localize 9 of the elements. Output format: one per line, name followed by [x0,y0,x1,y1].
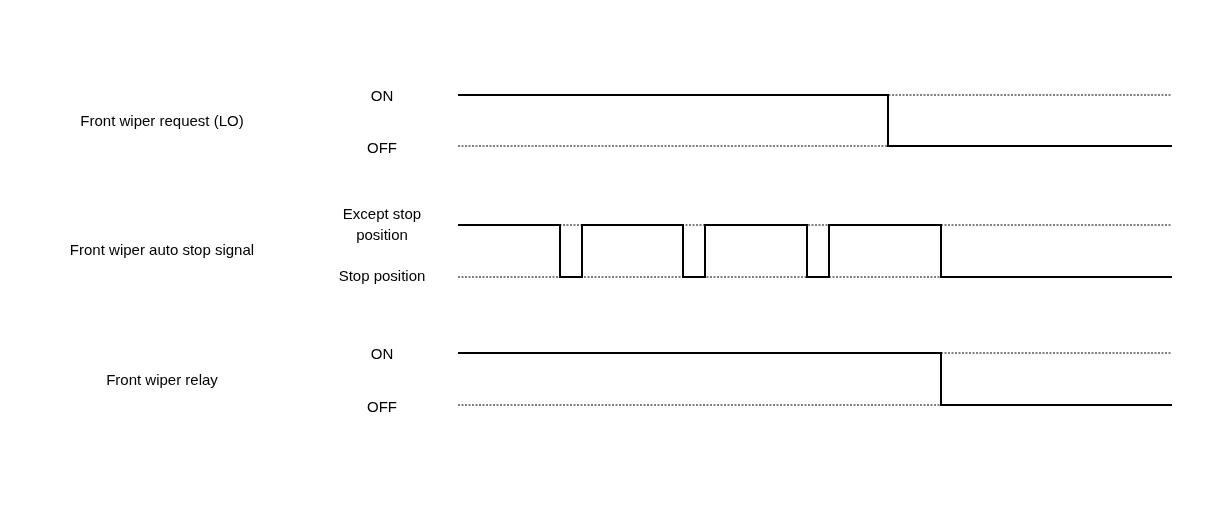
state-label: OFF [367,396,397,417]
state-label: Except stop position [341,204,423,245]
signal-name: Front wiper relay [106,369,218,390]
state-label: Stop position [338,265,426,286]
signal-name: Front wiper request (LO) [80,110,244,131]
signal-name: Front wiper auto stop signal [69,239,255,260]
state-label: OFF [367,137,397,158]
state-label: ON [370,343,394,364]
state-label: ON [370,85,394,106]
